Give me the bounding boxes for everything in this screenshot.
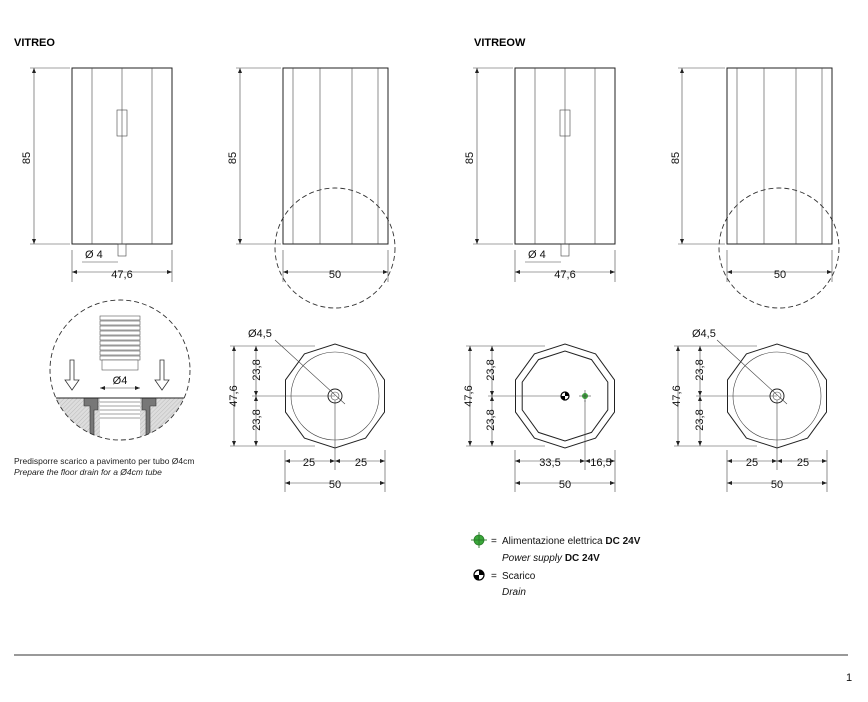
dim-drain-dia: Ø4,5 — [248, 328, 272, 340]
dim-half-depth: 23,8 — [694, 409, 706, 430]
side-view-body — [726, 67, 833, 245]
legend-power-it: Alimentazione elettrica DC 24V — [502, 536, 641, 547]
arrow — [490, 396, 494, 446]
dim-half-width: 25 — [746, 457, 758, 469]
dim-half-depth: 23,8 — [485, 359, 497, 380]
legend-drain-it: Scarico — [502, 571, 536, 582]
dim-depth: 47,6 — [228, 385, 240, 406]
footprint-circle — [274, 187, 396, 309]
arrow — [698, 346, 702, 396]
drain-hole-inner — [772, 391, 782, 401]
legend-equals: = — [491, 536, 497, 547]
arrow — [777, 459, 827, 463]
dim-height: 85 — [21, 152, 33, 164]
legend-power-en: Power supply DC 24V — [502, 553, 600, 564]
dim-front-width: 47,6 — [111, 269, 132, 281]
power-supply-icon — [471, 532, 487, 548]
dim-width: 50 — [559, 479, 571, 491]
dim-half-width: 25 — [797, 457, 809, 469]
pipe-thread — [99, 345, 141, 351]
leader-line — [274, 339, 346, 405]
top-view-outline — [285, 343, 385, 449]
legend-equals: = — [491, 571, 497, 582]
connector-slot — [116, 109, 128, 137]
legend-drain-en: Drain — [502, 587, 526, 598]
drain-hole-inner — [330, 391, 340, 401]
pipe-thread — [99, 355, 141, 361]
dim-height: 85 — [670, 152, 682, 164]
dim-half-depth: 23,8 — [694, 359, 706, 380]
detail-circle — [49, 299, 191, 441]
drain-icon — [561, 392, 569, 400]
dim-pipe-dia: Ø 4 — [85, 249, 103, 261]
detail-note-en: Prepare the floor drain for a Ø4cm tube — [14, 467, 162, 477]
drain-opening — [100, 398, 140, 440]
dim-half-depth: 23,8 — [251, 409, 263, 430]
dim-offset-b: 16,5 — [590, 457, 611, 469]
dim-half-depth: 23,8 — [485, 409, 497, 430]
arrow — [727, 459, 777, 463]
footprint-circle — [718, 187, 840, 309]
page-number: 1 — [846, 672, 852, 684]
drain-icon — [473, 569, 485, 581]
dim-height: 85 — [227, 152, 239, 164]
arrow — [254, 396, 258, 446]
dim-side-width: 50 — [774, 269, 786, 281]
pipe-thread — [99, 325, 141, 331]
arrow — [285, 459, 335, 463]
dim-drain-dia: Ø4,5 — [692, 328, 716, 340]
top-view-outline — [515, 343, 615, 449]
top-view-outline — [727, 343, 827, 449]
arrow-down-icon — [64, 359, 80, 391]
detail-dia: Ø4 — [113, 375, 128, 387]
floor-drain-detail — [50, 315, 190, 440]
section-title-vitreo: VITREO — [14, 37, 55, 49]
side-view-body — [282, 67, 389, 245]
dim-front-width: 47,6 — [554, 269, 575, 281]
drain-pipe — [117, 243, 127, 257]
pipe-thread — [99, 315, 141, 321]
dim-width: 50 — [771, 479, 783, 491]
connector-slot — [559, 109, 571, 137]
pipe-thread — [99, 320, 141, 326]
pipe-end — [101, 359, 139, 371]
arrow — [490, 346, 494, 396]
pipe-thread — [99, 335, 141, 341]
top-view-inner — [521, 350, 609, 442]
dim-pipe-dia: Ø 4 — [528, 249, 546, 261]
drain-fitting — [83, 397, 157, 440]
leader-line — [716, 339, 788, 405]
pipe-thread — [99, 350, 141, 356]
drain-hole — [327, 388, 343, 404]
arrow — [254, 346, 258, 396]
dimension-labels: 85 Ø 4 47,6 85 50 85 Ø 4 47,6 85 50 Ø4,5… — [21, 152, 809, 491]
drain-hole — [769, 388, 785, 404]
drawing-geometry: Ø4 — [30, 67, 840, 492]
pipe-thread — [99, 330, 141, 336]
arrow — [335, 459, 385, 463]
dim-height: 85 — [464, 152, 476, 164]
dim-offset-a: 33,5 — [539, 457, 560, 469]
pipe-thread — [99, 340, 141, 346]
legend: = Alimentazione elettrica DC 24V Power s… — [471, 532, 641, 598]
detail-note-it: Predisporre scarico a pavimento per tubo… — [14, 456, 194, 466]
drain-pipe — [560, 243, 570, 257]
dim-depth: 47,6 — [463, 385, 475, 406]
dim-side-width: 50 — [329, 269, 341, 281]
dim-depth: 47,6 — [671, 385, 683, 406]
arrow — [698, 396, 702, 446]
dim-width: 50 — [329, 479, 341, 491]
arrow-down-icon — [154, 359, 170, 391]
dim-half-depth: 23,8 — [251, 359, 263, 380]
dim-half-width: 25 — [355, 457, 367, 469]
section-title-vitreow: VITREOW — [474, 37, 526, 49]
dim-half-width: 25 — [303, 457, 315, 469]
